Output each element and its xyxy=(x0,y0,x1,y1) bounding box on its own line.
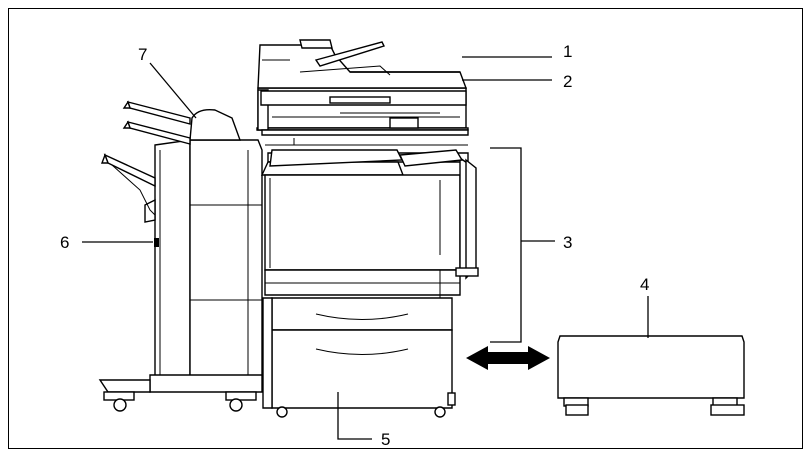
main-unit xyxy=(256,87,471,418)
callout-3: 3 xyxy=(563,233,572,252)
output-tray xyxy=(269,149,464,167)
finisher-output-trays xyxy=(100,100,191,216)
finisher xyxy=(98,108,263,412)
callout-6: 6 xyxy=(60,233,69,252)
figure-frame xyxy=(8,8,803,449)
callout-4: 4 xyxy=(640,275,649,294)
large-capacity-side-bracket xyxy=(455,158,479,280)
control-panel xyxy=(260,90,467,129)
document-feeder xyxy=(257,39,468,89)
desk-cabinet xyxy=(557,335,745,416)
double-arrow xyxy=(466,346,550,370)
callout-leaders xyxy=(82,56,649,440)
callout-7: 7 xyxy=(138,45,147,64)
callout-2: 2 xyxy=(563,72,572,91)
callout-1: 1 xyxy=(563,42,572,61)
callout-5: 5 xyxy=(381,430,390,449)
